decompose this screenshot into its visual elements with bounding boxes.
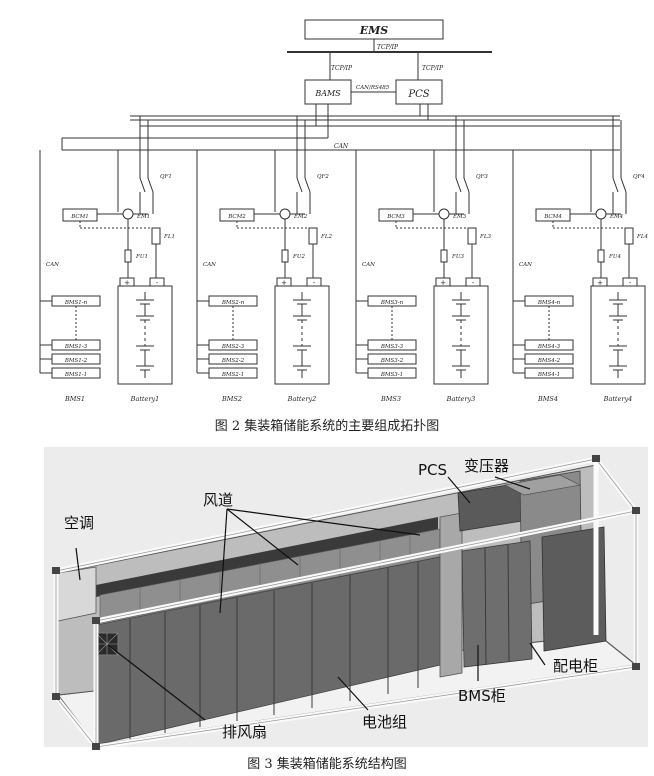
label-battery-pack: 电池组 xyxy=(362,713,407,731)
bms-1-label: BMS4-1 xyxy=(537,372,560,378)
svg-text:-: - xyxy=(156,279,159,287)
fuse-icon xyxy=(281,249,289,263)
svg-text:+: + xyxy=(440,279,446,287)
bams-label: BAMS xyxy=(314,89,341,98)
bms-1-label: BMS2-1 xyxy=(221,372,244,378)
fuse-icon xyxy=(124,249,132,263)
fl-icon xyxy=(151,227,161,245)
em-icon xyxy=(122,208,134,220)
pcs-label: PCS xyxy=(407,89,429,100)
em-icon xyxy=(279,208,291,220)
fuse-icon xyxy=(440,249,448,263)
bms-group-label: BMS3 xyxy=(380,395,401,403)
bms-1-label: BMS3-1 xyxy=(380,372,403,378)
battery-label: Battery3 xyxy=(446,395,476,403)
bcm-label: BCM4 xyxy=(543,214,562,220)
battery-label: Battery1 xyxy=(130,395,160,403)
bms-n-label: BMS2-n xyxy=(221,300,245,306)
can-label: CAN xyxy=(362,262,375,268)
bms-2-label: BMS3-2 xyxy=(380,358,404,364)
svg-text:-: - xyxy=(629,279,632,287)
fl-label: FL4 xyxy=(636,234,648,240)
bms-3-label: BMS1-3 xyxy=(64,344,88,350)
em-icon xyxy=(438,208,450,220)
svg-text:+: + xyxy=(281,279,287,287)
em-label: EM2 xyxy=(293,214,308,220)
topology-diagram: EMS TCP/IP TCP/IP TCP/IP BAMS PCS CAN/RS… xyxy=(39,19,648,403)
fl-label: FL3 xyxy=(479,234,491,240)
fl-icon xyxy=(624,227,634,245)
bcm-label: BCM3 xyxy=(386,214,405,220)
tcp-label-left: TCP/IP xyxy=(331,65,353,72)
container-structure-diagram: 空调 风道 PCS 变压器 排风扇 电池组 BMS柜 配电柜 xyxy=(44,447,648,750)
ems-label: EMS xyxy=(359,24,389,37)
battery-label: Battery4 xyxy=(603,395,633,403)
label-exhaust-fan: 排风扇 xyxy=(222,723,267,741)
bms-3-label: BMS4-3 xyxy=(537,344,561,350)
bms-3-label: BMS3-3 xyxy=(380,344,404,350)
battery-label: Battery2 xyxy=(287,395,317,403)
pcs-box xyxy=(395,79,443,105)
bms-n-label: BMS4-n xyxy=(537,300,561,306)
fl-label: FL1 xyxy=(163,234,175,240)
fu-label: FU4 xyxy=(608,254,621,260)
fuse-icon xyxy=(597,249,605,263)
svg-text:-: - xyxy=(472,279,475,287)
label-transformer: 变压器 xyxy=(464,457,509,475)
qf-label: QF3 xyxy=(476,174,488,180)
tcp-label-right: TCP/IP xyxy=(422,65,444,72)
em-icon xyxy=(595,208,607,220)
label-distribution-cabinet: 配电柜 xyxy=(553,657,598,675)
fu-label: FU2 xyxy=(292,254,305,260)
svg-text:+: + xyxy=(597,279,603,287)
qf-label: QF2 xyxy=(317,174,329,180)
fl-icon xyxy=(308,227,318,245)
can-bus-label: CAN xyxy=(334,143,349,150)
fu-label: FU1 xyxy=(135,254,148,260)
label-air-conditioner: 空调 xyxy=(64,514,94,532)
em-label: EM1 xyxy=(136,214,150,220)
label-air-duct: 风道 xyxy=(203,491,233,509)
svg-text:+: + xyxy=(124,279,130,287)
bms-2-label: BMS2-2 xyxy=(221,358,245,364)
bms-3-label: BMS2-3 xyxy=(221,344,245,350)
can-label: CAN xyxy=(203,262,216,268)
can-rs485-label: CAN/RS485 xyxy=(356,85,390,91)
bms-n-label: BMS1-n xyxy=(64,300,88,306)
fu-label: FU3 xyxy=(451,254,464,260)
fl-label: FL2 xyxy=(320,234,332,240)
label-pcs: PCS xyxy=(418,461,447,479)
tcp-label-top: TCP/IP xyxy=(377,44,399,51)
figure2-caption: 图 2 集装箱储能系统的主要组成拓扑图 xyxy=(214,419,440,434)
qf-label: QF1 xyxy=(160,174,172,180)
qf-label: QF4 xyxy=(633,174,645,180)
bms-2-label: BMS1-2 xyxy=(64,358,88,364)
bms-group-label: BMS4 xyxy=(537,395,558,403)
em-label: EM4 xyxy=(609,214,624,220)
bms-group-label: BMS1 xyxy=(64,395,85,403)
bms-2-label: BMS4-2 xyxy=(537,358,561,364)
label-bms-cabinet: BMS柜 xyxy=(458,687,506,705)
bms-1-label: BMS1-1 xyxy=(64,372,87,378)
svg-text:-: - xyxy=(313,279,316,287)
fl-icon xyxy=(467,227,477,245)
can-label: CAN xyxy=(46,262,59,268)
figure3-caption: 图 3 集装箱储能系统结构图 xyxy=(247,757,407,772)
bms-group-label: BMS2 xyxy=(221,395,242,403)
bms-n-label: BMS3-n xyxy=(380,300,404,306)
bcm-label: BCM2 xyxy=(227,214,246,220)
bcm-label: BCM1 xyxy=(70,214,88,220)
can-label: CAN xyxy=(519,262,532,268)
em-label: EM3 xyxy=(452,214,467,220)
